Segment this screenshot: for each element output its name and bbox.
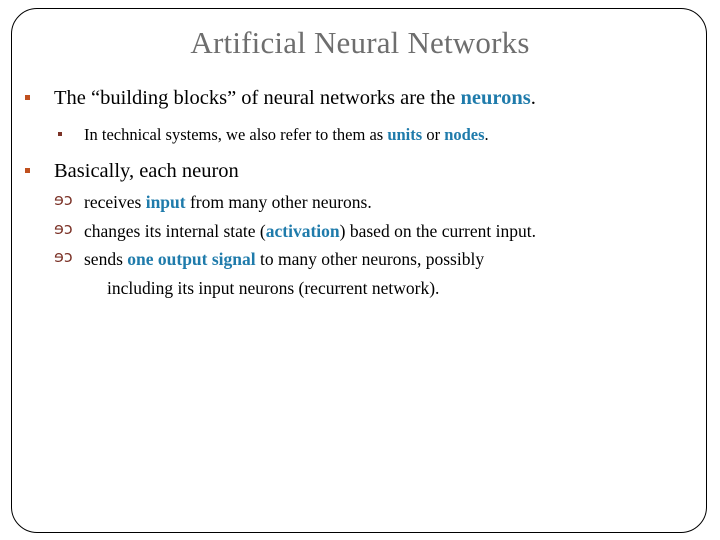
- highlight-input: input: [145, 192, 186, 212]
- bullet-text-lead: Basically, each neuron: [54, 160, 239, 182]
- ornament-bullet-icon: ɘɔ: [54, 218, 73, 238]
- page-title: Artificial Neural Networks: [190, 25, 530, 60]
- subbullet-text-tail: .: [484, 125, 489, 144]
- bullet-item-level2: In technical systems, we also refer to t…: [22, 122, 712, 147]
- subbullet-text-mid: or: [422, 125, 445, 144]
- item-text-lead: sends: [84, 249, 128, 269]
- highlight-units: units: [387, 125, 423, 144]
- subbullet-text-lead: In technical systems, we also refer to t…: [84, 125, 388, 144]
- highlight-nodes: nodes: [444, 125, 485, 144]
- bullet-item-level1: Basically, each neuron: [22, 157, 712, 186]
- bullet-item-level3: ɘɔ changes its internal state (activatio…: [22, 217, 712, 246]
- bullet-dot-icon: [25, 168, 30, 173]
- bullet-item-level1: The “building blocks” of neural networks…: [22, 84, 712, 113]
- highlight-neurons: neurons: [460, 87, 531, 109]
- item-text-lead: changes its internal state (: [84, 220, 266, 241]
- highlight-activation: activation: [265, 220, 340, 241]
- bullet-text-tail: .: [530, 87, 536, 109]
- item-text-continuation: including its input neurons (recurrent n…: [107, 277, 440, 298]
- item-text-lead: receives: [84, 192, 146, 212]
- bullet-item-level3: ɘɔ receives input from many other neuron…: [22, 188, 712, 217]
- item-text-tail: from many other neurons.: [185, 192, 372, 212]
- item-text-tail: ) based on the current input.: [339, 220, 536, 241]
- bullet-dot-icon: [25, 95, 30, 100]
- item-text-tail: to many other neurons, possibly: [255, 249, 485, 269]
- bullet-dot-icon: [58, 132, 62, 136]
- ornament-bullet-icon: ɘɔ: [54, 247, 73, 266]
- bullet-item-level3: ɘɔ sends one output signal to many other…: [22, 245, 712, 302]
- highlight-one-output-signal: one output signal: [127, 249, 256, 269]
- bullet-text-lead: The “building blocks” of neural networks…: [54, 87, 456, 109]
- ornament-bullet-icon: ɘɔ: [54, 190, 73, 209]
- slide-body: The “building blocks” of neural networks…: [22, 84, 712, 302]
